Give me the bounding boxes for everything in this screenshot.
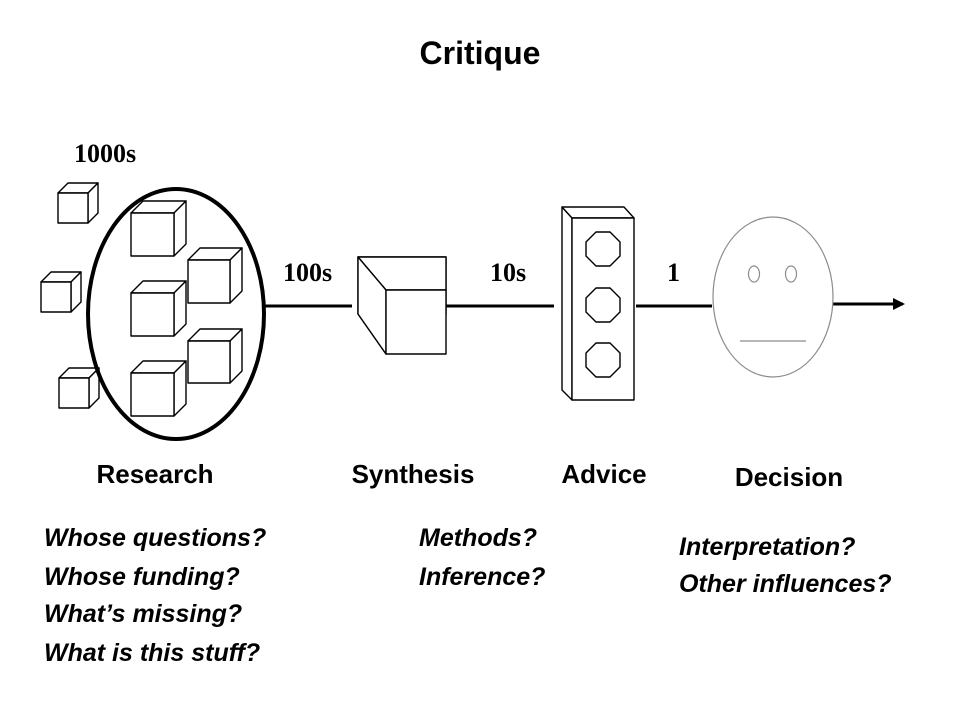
research-paper-cube — [130, 200, 187, 257]
count-advice: 10s — [490, 258, 526, 287]
research-paper-cube — [130, 280, 187, 337]
count-decision: 1 — [667, 258, 680, 287]
face-outline — [712, 216, 834, 378]
question-text: What is this stuff? — [44, 639, 260, 667]
outside-paper-cube — [57, 182, 99, 224]
traffic-light-lamp-bottom — [585, 342, 621, 378]
question-text: Whose funding? — [44, 563, 240, 591]
research-paper-cube — [187, 247, 243, 304]
question-text: Methods? — [419, 524, 537, 552]
question-text: Other influences? — [679, 570, 892, 598]
synthesis-cube-icon — [357, 256, 447, 355]
research-questions: Whose questions? Whose funding? What’s m… — [44, 524, 266, 667]
stage-label-decision: Decision — [735, 462, 843, 492]
traffic-light-icon — [561, 206, 635, 401]
traffic-light-lamp-top — [585, 231, 621, 267]
outside-paper-cube — [58, 367, 100, 409]
left-eye — [747, 265, 761, 283]
question-text: Interpretation? — [679, 533, 855, 561]
page-title: Critique — [420, 35, 541, 71]
research-oval — [86, 187, 266, 441]
traffic-light-lamp-middle — [585, 287, 621, 323]
stage-label-synthesis: Synthesis — [352, 459, 475, 489]
question-text: What’s missing? — [44, 600, 242, 628]
count-synthesis: 100s — [283, 258, 332, 287]
research-papers-cube-cluster-icon — [40, 182, 266, 441]
face-icon — [712, 216, 834, 378]
stage-label-research: Research — [96, 459, 213, 489]
research-paper-cube — [187, 328, 243, 384]
question-text: Inference? — [419, 563, 545, 591]
question-text: Whose questions? — [44, 524, 266, 552]
stage-label-advice: Advice — [561, 459, 646, 489]
count-research: 1000s — [74, 139, 136, 168]
outside-paper-cube — [40, 271, 82, 313]
right-eye — [784, 265, 798, 283]
synthesis-questions: Methods? Inference? — [419, 524, 545, 591]
decision-questions: Interpretation? Other influences? — [679, 533, 892, 598]
research-paper-cube — [130, 360, 187, 417]
